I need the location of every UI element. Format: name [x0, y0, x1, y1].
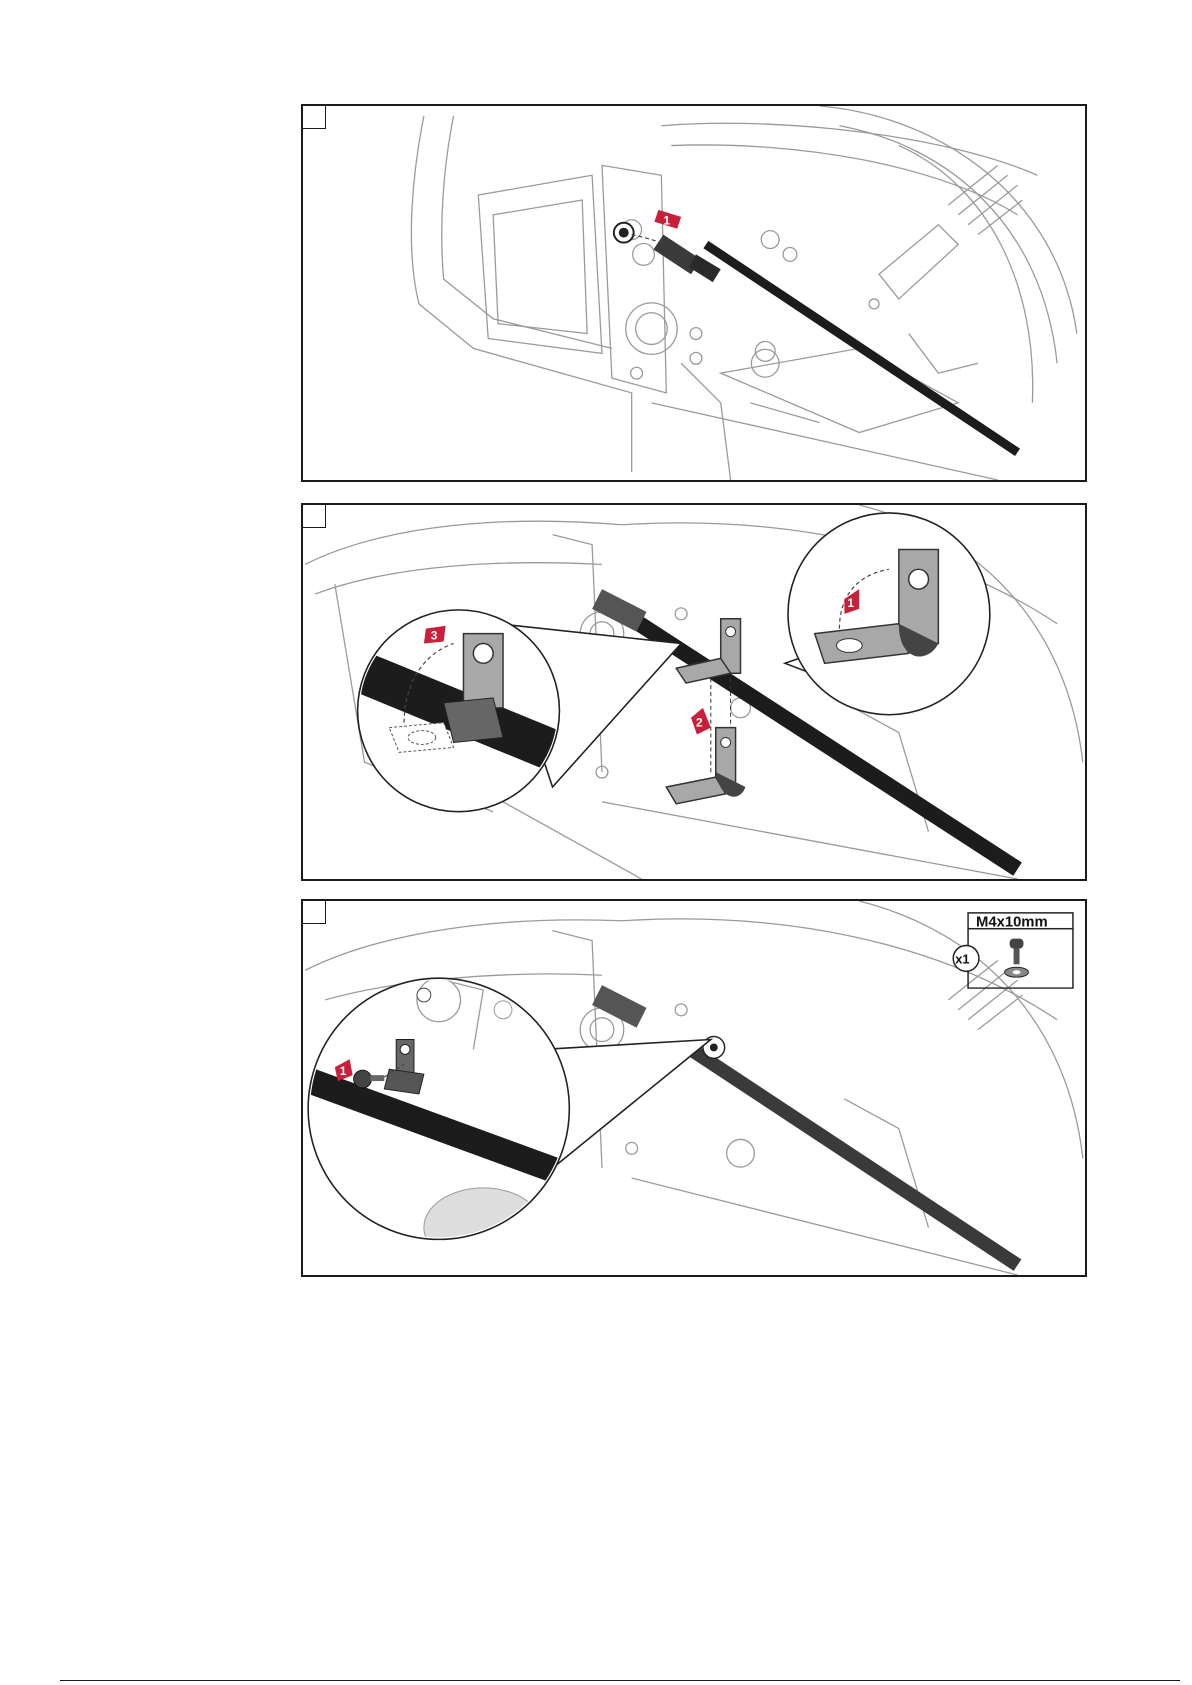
fastener-quantity: x1 [955, 951, 969, 966]
badge-number: 1 [663, 214, 670, 228]
zoom-callout-right: 1 [785, 513, 990, 715]
badge-number: 2 [696, 716, 703, 730]
badge-number: 1 [847, 596, 854, 610]
step-panel-2: 2 3 1 [301, 503, 1087, 881]
fastener-spec-inset: M4x10mm x1 [953, 913, 1073, 988]
step-arrow-badge: 1 [654, 210, 681, 229]
screw-icon [1005, 939, 1029, 978]
clamp-part-icon [666, 728, 745, 804]
cable-plug-icon [614, 223, 721, 282]
step-2-illustration: 2 3 1 [303, 505, 1085, 879]
badge-number: 1 [340, 1064, 347, 1078]
step-panel-1: 1 [301, 104, 1087, 482]
step-1-illustration: 1 [303, 106, 1085, 480]
zoom-callout-left: 1 [305, 970, 711, 1267]
step-panel-3: M4x10mm x1 [301, 899, 1087, 1277]
step-3-illustration: M4x10mm x1 [303, 901, 1085, 1275]
step-arrow-badge: 2 [691, 708, 711, 735]
step-number-box [303, 901, 326, 924]
zoom-callout-left: 3 [358, 610, 682, 812]
footer-rule [60, 1680, 1180, 1681]
badge-number: 3 [431, 629, 438, 643]
fastener-spec-label: M4x10mm [976, 915, 1048, 931]
step-number-box [303, 505, 326, 528]
step-number-box [303, 106, 326, 129]
